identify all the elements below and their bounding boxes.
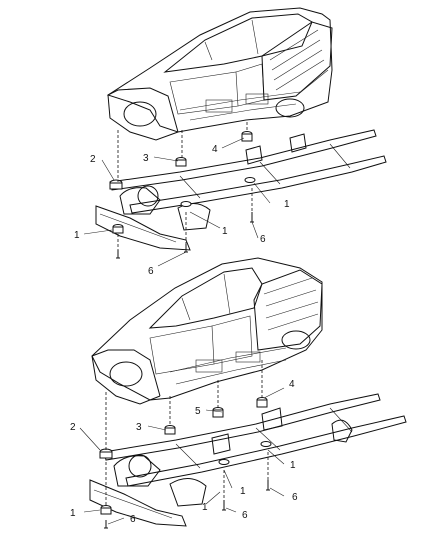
callout-5-lower: 5	[195, 406, 201, 417]
callout-4-lower: 4	[289, 379, 295, 390]
lower-frame	[89, 393, 407, 527]
upper-view: 2 3 4 1 1 1 6 6	[74, 7, 387, 277]
callout-6-lower-center: 6	[242, 510, 248, 521]
callout-3-lower: 3	[136, 422, 142, 433]
callout-1-lower-center: 1	[240, 486, 246, 497]
upper-mounts	[109, 122, 256, 259]
upper-leaders	[83, 137, 271, 267]
callout-4-upper: 4	[212, 144, 218, 155]
callout-2-lower: 2	[70, 422, 76, 433]
callout-2-upper: 2	[90, 154, 96, 165]
callout-6-lower-right: 6	[292, 492, 298, 503]
upper-truck-body	[106, 7, 333, 141]
callout-6-upper-left: 6	[148, 266, 154, 277]
upper-frame	[95, 129, 387, 251]
callout-6-lower-left: 6	[130, 514, 136, 525]
callout-3-upper: 3	[143, 153, 149, 164]
callout-1-lower-left: 1	[70, 508, 76, 519]
lower-mounts	[99, 360, 272, 529]
callout-1-upper-right: 1	[284, 199, 290, 210]
callout-1-upper-left: 1	[74, 230, 80, 241]
callout-1-lower-right: 1	[290, 460, 296, 471]
lower-view: 4 5 3 2 1 1 1 1 6 6 6	[70, 257, 407, 529]
callout-1-lower-bottom: 1	[202, 502, 208, 513]
lower-leaders	[79, 387, 285, 525]
callout-1-upper-center: 1	[222, 226, 228, 237]
lower-truck-body	[91, 257, 323, 405]
callout-6-upper-right: 6	[260, 234, 266, 245]
